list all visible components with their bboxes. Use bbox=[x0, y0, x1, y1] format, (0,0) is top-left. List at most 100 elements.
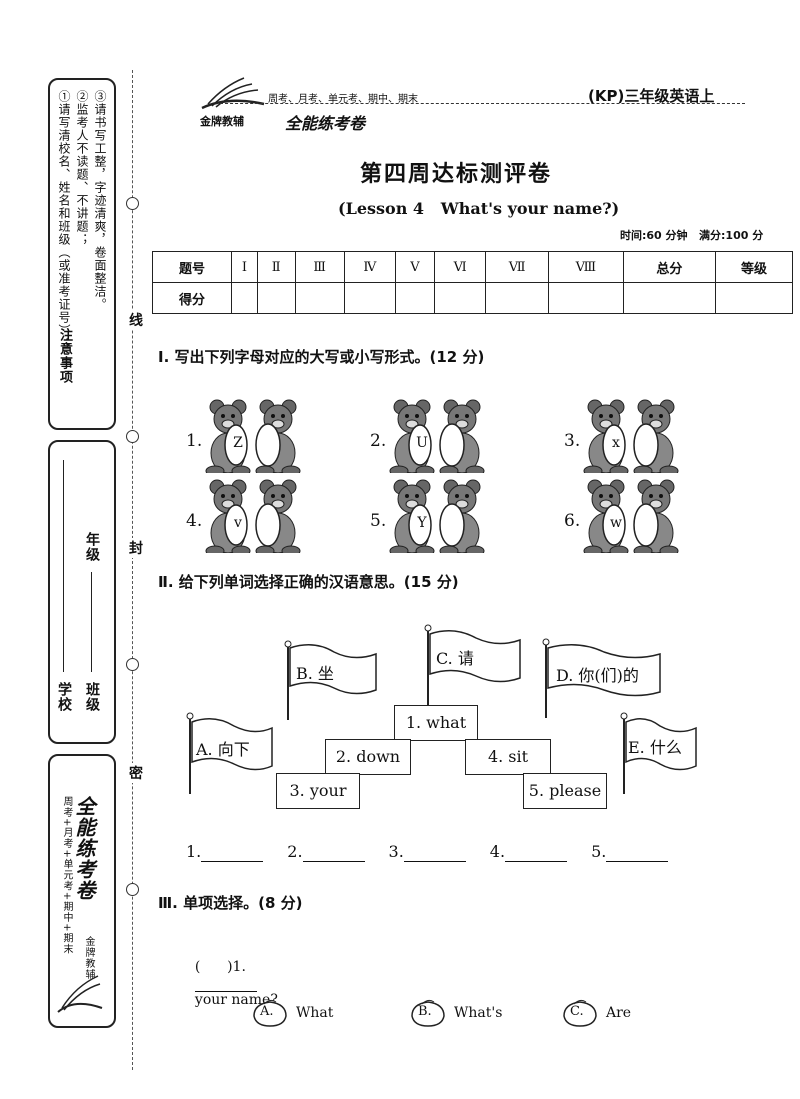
answer-blank-4[interactable] bbox=[505, 842, 568, 862]
option-a[interactable]: A.What bbox=[250, 998, 333, 1028]
peach-icon bbox=[411, 999, 445, 1027]
option-b[interactable]: B. What's bbox=[408, 998, 502, 1028]
score-table: 题号 Ⅰ Ⅱ Ⅲ Ⅳ Ⅴ Ⅵ Ⅶ Ⅷ 总分 等级 得分 bbox=[152, 251, 793, 314]
promo-box: 周考+月考+单元考+期中+期末 全能练考卷 金牌教辅 bbox=[48, 754, 116, 1028]
question-1: ( )1. your name? bbox=[186, 943, 278, 1008]
class-label: 班级 bbox=[84, 682, 100, 712]
flag-a-label: A. 向下 bbox=[196, 740, 250, 759]
page-subtitle: (Lesson 4 What's your name?) bbox=[338, 199, 620, 218]
score-header-cell: Ⅴ bbox=[394, 251, 436, 283]
given-letter: v bbox=[234, 515, 242, 531]
cut-char-secret: 密 bbox=[129, 763, 143, 783]
peach-icon bbox=[253, 999, 287, 1027]
bear-item-number: 4. bbox=[186, 511, 203, 531]
flag-e-label: E. 什么 bbox=[628, 738, 682, 757]
score-cell[interactable] bbox=[548, 282, 624, 314]
bear-item-number: 6. bbox=[564, 511, 581, 531]
bear-item-number: 2. bbox=[370, 431, 387, 451]
answer-row: 1. 2. 3. 4. 5. bbox=[186, 842, 669, 862]
cut-char-seal: 封 bbox=[129, 538, 143, 558]
answer-num: 2. bbox=[287, 842, 303, 861]
score-header-cell: 等级 bbox=[715, 251, 793, 283]
score-header-cell: Ⅱ bbox=[256, 251, 296, 283]
word-box-down: 2. down bbox=[325, 739, 411, 775]
option-text: Are bbox=[606, 1005, 632, 1021]
binding-hole-2 bbox=[126, 430, 139, 443]
header-series: 全能练考卷 bbox=[285, 114, 366, 133]
flag-b-label: B. 坐 bbox=[296, 664, 334, 683]
school-label: 学校 bbox=[56, 682, 72, 712]
answer-num: 5. bbox=[591, 842, 607, 861]
option-c[interactable]: C. Are bbox=[560, 998, 631, 1028]
bear-pair-icon bbox=[205, 479, 301, 553]
peach-icon bbox=[563, 999, 597, 1027]
school-line bbox=[63, 460, 64, 672]
score-cell[interactable] bbox=[715, 282, 793, 314]
question-1-blank[interactable] bbox=[194, 975, 257, 992]
given-letter: Y bbox=[417, 515, 427, 531]
notice-line-2: ②监考人不读题、不讲题； bbox=[75, 90, 89, 246]
section-3-heading: Ⅲ. 单项选择。(8 分) bbox=[158, 894, 303, 912]
question-1-paren: ( )1. bbox=[194, 959, 246, 975]
bear-item-number: 3. bbox=[564, 431, 581, 451]
answer-blank-5[interactable] bbox=[606, 842, 669, 862]
word-box-your: 3. your bbox=[276, 773, 360, 809]
answer-egg-blank[interactable] bbox=[634, 505, 658, 545]
flag-d bbox=[542, 638, 661, 718]
binding-hole-4 bbox=[126, 883, 139, 896]
score-cell[interactable] bbox=[294, 282, 345, 314]
word-box-what: 1. what bbox=[394, 705, 478, 741]
option-letter: C. bbox=[570, 1004, 584, 1019]
answer-blank-2[interactable] bbox=[302, 842, 365, 862]
answer-egg-blank[interactable] bbox=[440, 505, 464, 545]
page-title: 第四周达标测评卷 bbox=[360, 161, 553, 187]
header-edition: (KP)三年级英语上 bbox=[588, 87, 715, 105]
option-letter: B. bbox=[418, 1004, 432, 1019]
student-info-box: 学校 年级 班级 姓名 bbox=[48, 440, 116, 744]
notice-box: 注意事项 ①请写清校名、姓名和班级（或准考证号）； ②监考人不读题、不讲题； ③… bbox=[48, 78, 116, 430]
score-header-cell: Ⅷ bbox=[548, 251, 624, 283]
score-header-cell: 总分 bbox=[622, 251, 717, 283]
score-header-cell: Ⅲ bbox=[294, 251, 345, 283]
table-row: 得分 bbox=[152, 282, 793, 314]
table-row: 题号 Ⅰ Ⅱ Ⅲ Ⅳ Ⅴ Ⅵ Ⅶ Ⅷ 总分 等级 bbox=[152, 251, 793, 283]
header-brand: 金牌教辅 bbox=[200, 115, 244, 128]
score-cell[interactable] bbox=[256, 282, 296, 314]
bear-pair-icon bbox=[583, 399, 679, 473]
answer-egg-blank[interactable] bbox=[440, 425, 464, 465]
given-letter: U bbox=[416, 435, 428, 451]
score-cell[interactable] bbox=[231, 282, 258, 314]
given-letter: x bbox=[612, 435, 620, 451]
answer-egg-blank[interactable] bbox=[256, 505, 280, 545]
header-tagline: 周考、月考、单元考、期中、期末 bbox=[268, 94, 418, 105]
score-header-cell: Ⅳ bbox=[343, 251, 396, 283]
given-letter: w bbox=[610, 515, 622, 531]
score-cell[interactable] bbox=[622, 282, 717, 314]
answer-blank-1[interactable] bbox=[201, 842, 264, 862]
answer-blank-3[interactable] bbox=[403, 842, 466, 862]
book-logo-icon bbox=[57, 975, 103, 1013]
score-cell[interactable] bbox=[394, 282, 436, 314]
score-cell[interactable] bbox=[343, 282, 396, 314]
exam-meta: 时间:60 分钟 满分:100 分 bbox=[620, 229, 764, 242]
score-cell[interactable] bbox=[434, 282, 487, 314]
option-text: What's bbox=[454, 1005, 503, 1021]
score-cell[interactable] bbox=[485, 282, 550, 314]
notice-line-1: ①请写清校名、姓名和班级（或准考证号）； bbox=[57, 90, 71, 350]
flag-a bbox=[186, 712, 273, 794]
score-row-label: 得分 bbox=[152, 282, 232, 314]
option-text: What bbox=[296, 1005, 334, 1021]
given-letter: Z bbox=[233, 435, 243, 451]
bear-pair-icon bbox=[205, 399, 301, 473]
bear-pair-icon bbox=[389, 479, 485, 553]
header-book-logo-icon bbox=[201, 77, 265, 110]
flag-d-label: D. 你(们)的 bbox=[556, 666, 639, 685]
notice-line-3: ③请书写工整，字迹清爽，卷面整洁。 bbox=[93, 90, 107, 311]
bear-pair-icon bbox=[583, 479, 679, 553]
answer-egg-blank[interactable] bbox=[256, 425, 280, 465]
bear-pair-icon bbox=[389, 399, 485, 473]
binding-cut-line bbox=[132, 70, 133, 1070]
promo-title: 全能练考卷 bbox=[72, 796, 96, 901]
answer-egg-blank[interactable] bbox=[634, 425, 658, 465]
score-header-cell: Ⅰ bbox=[231, 251, 258, 283]
